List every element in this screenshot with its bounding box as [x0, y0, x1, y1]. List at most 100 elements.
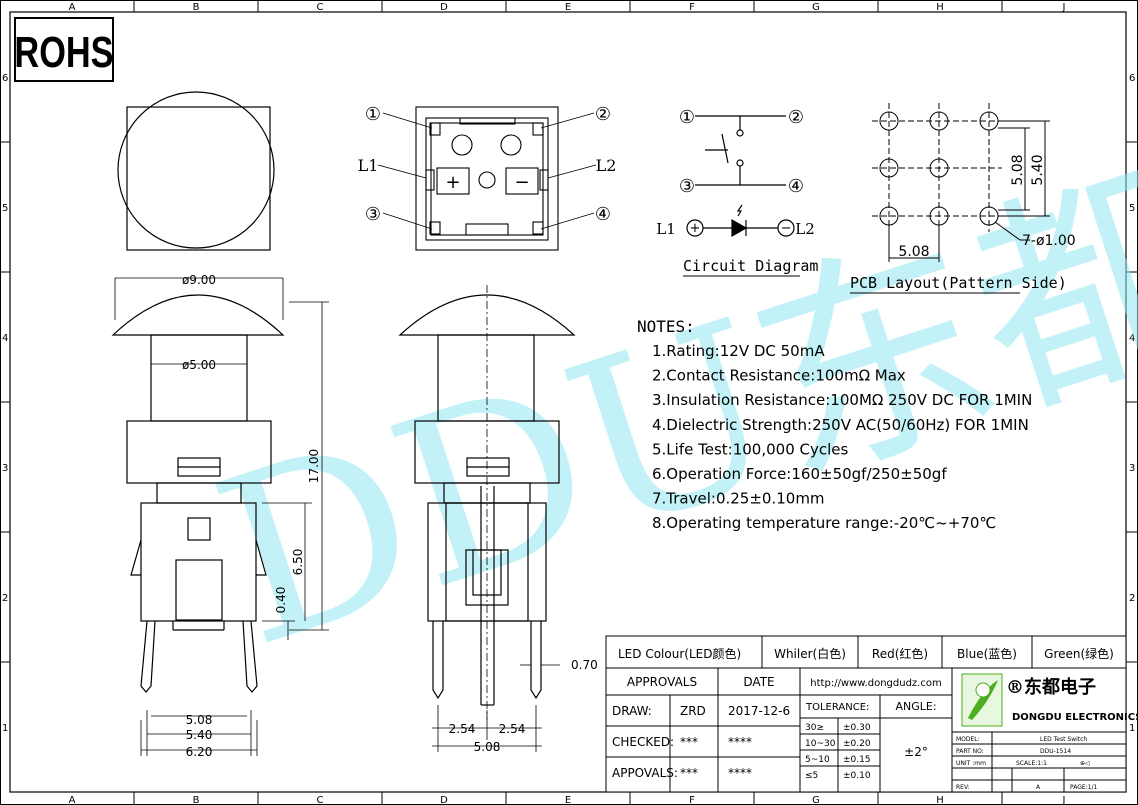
front-dims-lines — [432, 285, 560, 752]
l2-label: L2 — [596, 156, 617, 175]
zone-row-label: 6 — [1129, 73, 1135, 84]
approvals-value: *** — [680, 766, 698, 780]
led-colour-label: LED Colour(LED颜色) — [618, 646, 741, 661]
pin-1-label: ① — [365, 104, 381, 125]
zone-column-label: B — [193, 2, 200, 13]
zone-column-label: F — [689, 2, 695, 13]
checked-label: CHECKED: — [612, 735, 674, 749]
zone-row-label: 2 — [2, 593, 8, 604]
pin-leaders — [377, 112, 597, 230]
tolerance-value: ±0.10 — [843, 771, 871, 781]
rev-value: A — [1036, 784, 1041, 791]
zone-column-label: J — [1062, 2, 1066, 13]
tolerance-value: ±0.15 — [843, 755, 871, 765]
circuit-pin-2: ② — [788, 107, 804, 128]
circuit-title: Circuit Diagram — [683, 257, 818, 275]
plus-symbol: + — [445, 172, 460, 193]
circuit-pin-3: ③ — [679, 176, 695, 197]
note-item: 5.Life Test:100,000 Cycles — [652, 440, 848, 458]
zone-row-label: 2 — [1129, 593, 1135, 604]
pcb-hole-spec: 7-ø1.00 — [1022, 233, 1076, 249]
pin-4-label: ④ — [595, 204, 611, 225]
notes-block: NOTES: 1.Rating:12V DC 50mA 2.Contact Res… — [637, 317, 1032, 532]
company-name-cn: ®东都电子 — [1006, 676, 1096, 698]
dongdu-logo — [961, 673, 1003, 727]
color-blue: Blue(蓝色) — [957, 647, 1017, 661]
watermark: DDU东都 — [189, 129, 1138, 699]
notes-heading: NOTES: — [637, 317, 695, 336]
l1-label: L1 — [358, 156, 379, 175]
pcb-dim-h: 5.08 — [898, 244, 929, 260]
zone-column-label: G — [812, 2, 820, 13]
zone-column-label: C — [317, 2, 324, 13]
zone-column-label: G — [812, 795, 820, 805]
pcb-layout — [872, 103, 1050, 262]
circuit-minus: − — [781, 221, 792, 236]
scale-label: SCALE:1:1 — [1016, 760, 1047, 767]
tolerance-range: 5~10 — [805, 755, 830, 765]
dim-pitch-right: 2.54 — [499, 722, 526, 736]
pcb-dim-v1: 5.08 — [1010, 154, 1026, 185]
company-name-en: DONGDU ELECTRONICS — [1012, 712, 1138, 723]
dim-standoff: 0.40 — [274, 587, 288, 614]
top-view-cap — [117, 91, 275, 251]
tolerance-value: ±0.30 — [843, 723, 871, 733]
note-item: 3.Insulation Resistance:100MΩ 250V DC FO… — [652, 391, 1032, 409]
dim-620: 6.20 — [186, 745, 213, 759]
checked-date: **** — [728, 735, 752, 749]
part-label: PART NO: — [956, 748, 984, 755]
zone-row-label: 1 — [1129, 723, 1135, 734]
note-item: 1.Rating:12V DC 50mA — [652, 342, 825, 360]
tolerance-range: 10~30 — [805, 739, 836, 749]
tolerance-range: 30≥ — [805, 723, 824, 733]
dim-stem-diameter: ø5.00 — [182, 358, 216, 372]
zone-row-label: 3 — [2, 463, 8, 474]
zone-row-label: 1 — [2, 723, 8, 734]
pcb-dim-v2: 5.40 — [1030, 154, 1046, 185]
zone-row-label: 3 — [1129, 463, 1135, 474]
note-item: 4.Dielectric Strength:250V AC(50/60Hz) F… — [652, 416, 1029, 434]
dim-540: 5.40 — [186, 728, 213, 742]
zone-column-label: E — [565, 795, 571, 805]
dim-508: 5.08 — [186, 713, 213, 727]
circuit-diagram — [686, 115, 795, 238]
zone-column-label: D — [440, 795, 448, 805]
color-white: Whiler(白色) — [774, 646, 846, 661]
zone-column-label: H — [936, 795, 944, 805]
date-header: DATE — [743, 675, 774, 689]
color-green: Green(绿色) — [1044, 646, 1114, 661]
angle-value: ±2° — [904, 745, 928, 759]
circuit-l1: L1 — [656, 220, 676, 238]
page-label: PAGE:1/1 — [1070, 784, 1098, 791]
note-item: 2.Contact Resistance:100mΩ Max — [652, 367, 906, 385]
dim-body-height: 6.50 — [291, 549, 305, 576]
approvals-date: **** — [728, 766, 752, 780]
rev-label: REV: — [956, 784, 970, 791]
dim-lead-width: 0.70 — [571, 658, 598, 672]
zone-column-label: E — [565, 2, 571, 13]
draw-label: DRAW: — [612, 704, 652, 718]
draw-date: 2017-12-6 — [728, 704, 790, 718]
pin-3-label: ③ — [365, 204, 381, 225]
company-url: http://www.dongdudz.com — [810, 678, 941, 689]
approvals-label: APPOVALS: — [612, 766, 678, 780]
circuit-pin-1: ① — [679, 107, 695, 128]
rohs-badge — [14, 17, 114, 82]
zone-column-label: C — [317, 795, 324, 805]
dim-total-height: 17.00 — [307, 449, 321, 483]
zone-row-label: 5 — [1129, 203, 1135, 214]
dim-lead-span: 5.08 — [474, 740, 501, 754]
zone-row-label: 4 — [2, 333, 8, 344]
note-item: 8.Operating temperature range:-20℃~+70℃ — [652, 514, 996, 532]
model-value: LED Test Switch — [1040, 736, 1087, 743]
angle-header: ANGLE: — [895, 700, 936, 713]
zone-row-label: 4 — [1129, 333, 1135, 344]
circuit-pin-4: ④ — [788, 176, 804, 197]
projection-icon: ⊕◁ — [1080, 760, 1090, 767]
approvals-header: APPROVALS — [627, 675, 697, 689]
circuit-l2: L2 — [795, 220, 815, 238]
part-value: DDU-1514 — [1040, 748, 1071, 755]
zone-column-label: A — [69, 795, 76, 805]
zone-column-label: D — [440, 2, 448, 13]
title-block — [605, 635, 1127, 793]
